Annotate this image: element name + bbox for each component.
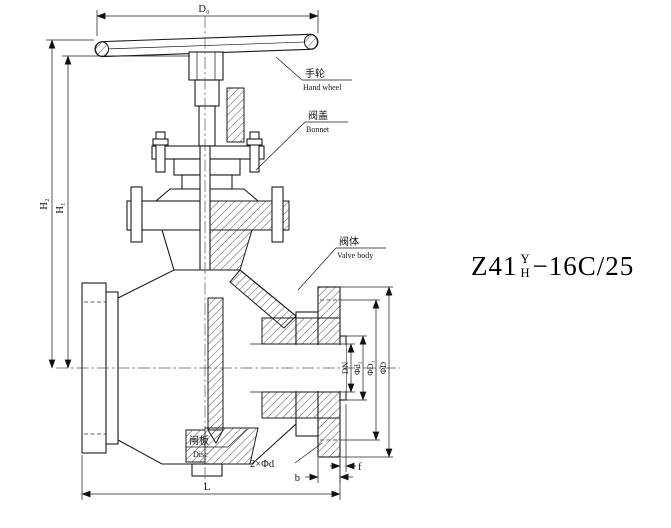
model-variant-lower: H xyxy=(520,265,530,280)
callout-valve-body-zh: 阀体 xyxy=(339,235,359,248)
callout-disc-zh: 闸板 xyxy=(189,434,209,447)
centerlines xyxy=(56,16,400,484)
dim-bolt-holes: 2×Φd xyxy=(250,442,323,470)
dim-top-width: D₀ xyxy=(96,4,319,36)
dim-label-b: b xyxy=(295,473,300,484)
bonnet-stud-left xyxy=(130,186,143,243)
dim-height-inner: H₁ xyxy=(55,55,190,369)
callout-disc-en: Disc xyxy=(193,450,208,459)
model-variant-stack: Y H xyxy=(521,253,530,279)
handwheel-left-cap xyxy=(95,41,110,57)
handwheel-right-cap xyxy=(303,34,318,50)
dim-bore: DN xyxy=(340,343,355,393)
dim-label-d2: Φd₂ xyxy=(352,361,362,374)
callout-valve-body-en: Valve body xyxy=(337,251,373,260)
dim-label-h1: H₁ xyxy=(55,202,66,213)
dim-label-d0: D₀ xyxy=(198,4,210,15)
dim-label-dn: DN xyxy=(340,362,350,374)
bottom-boss xyxy=(191,463,223,477)
gland-bolt-right xyxy=(249,131,260,173)
callout-handwheel-en: Hand wheel xyxy=(303,83,342,92)
callout-handwheel: 手轮 Hand wheel xyxy=(275,56,352,92)
valve-body xyxy=(81,269,347,477)
callouts: 手轮 Hand wheel 阀盖 Bonnet 阀体 Valve body 闸板… xyxy=(186,56,386,459)
callout-valve-body: 阀体 Valve body xyxy=(297,235,386,291)
dim-raised-face-diameter: Φd₂ xyxy=(346,335,367,401)
model-designation: Z41 Y H −16C/25 xyxy=(471,251,634,282)
disc-plate xyxy=(207,297,224,431)
model-series: Z41 xyxy=(471,251,518,281)
callout-bonnet: 阀盖 Bonnet xyxy=(255,109,348,171)
dim-label-bolt-holes: 2×Φd xyxy=(250,459,275,470)
dim-flange-thickness: b xyxy=(295,458,353,484)
model-variant-upper: Y xyxy=(520,252,530,267)
dim-label-d: ΦD xyxy=(378,362,388,374)
bonnet-stud-right xyxy=(271,186,284,243)
callout-disc: 闸板 Disc xyxy=(186,428,248,459)
callout-bonnet-en: Bonnet xyxy=(306,125,330,134)
handwheel-hub xyxy=(188,51,224,81)
gland-bolt-left xyxy=(155,131,166,173)
callout-bonnet-zh: 阀盖 xyxy=(308,109,328,122)
dim-label-l: L xyxy=(204,482,210,493)
dim-raised-face: f xyxy=(330,404,362,473)
dim-label-h2: H₂ xyxy=(39,198,50,210)
dim-label-d1: ΦD₁ xyxy=(365,360,375,375)
dim-height-outer: H₂ xyxy=(39,39,94,369)
dimensions: D₀ H₂ H₁ L 2×Φd xyxy=(39,4,393,500)
model-spec: −16C/25 xyxy=(532,251,635,281)
dim-label-f: f xyxy=(358,462,362,473)
dim-bolt-circle: ΦD₁ xyxy=(340,299,380,441)
callout-handwheel-zh: 手轮 xyxy=(305,67,325,80)
dim-flange-od: ΦD xyxy=(340,286,393,458)
yoke-section xyxy=(226,87,245,143)
